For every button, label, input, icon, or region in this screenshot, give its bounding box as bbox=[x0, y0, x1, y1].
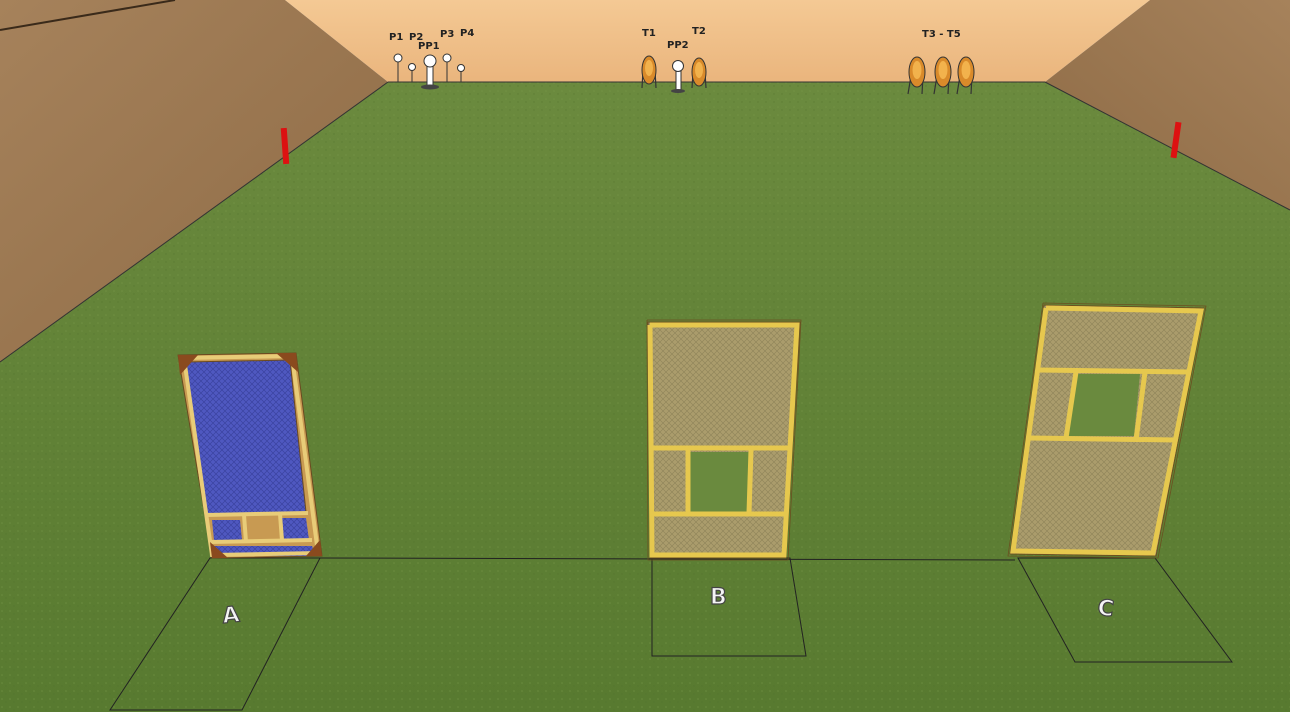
shooting-box-a-letter: A bbox=[221, 602, 241, 629]
label-p1: P1 bbox=[389, 32, 403, 43]
shooting-box-c-letter: C bbox=[1096, 595, 1115, 622]
label-t3-t5: T3 - T5 bbox=[922, 29, 961, 40]
label-t2: T2 bbox=[692, 26, 706, 37]
label-p3: P3 bbox=[440, 29, 454, 40]
label-t1: T1 bbox=[642, 28, 656, 39]
label-pp1: PP1 bbox=[418, 41, 440, 52]
label-p4: P4 bbox=[460, 28, 474, 39]
barricade-b bbox=[647, 320, 801, 560]
shooting-box-b-letter: B bbox=[710, 585, 727, 610]
label-pp2: PP2 bbox=[667, 40, 689, 51]
